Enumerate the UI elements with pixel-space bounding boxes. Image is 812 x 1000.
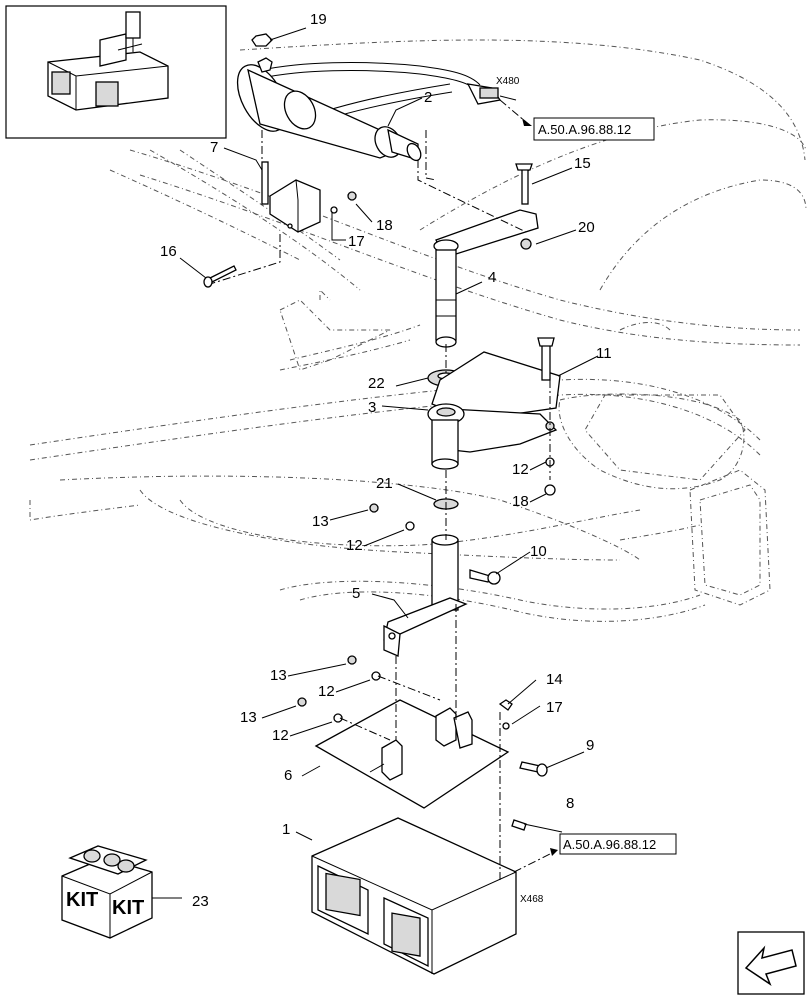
- connector-label-bottom: X468: [520, 894, 544, 905]
- reference-link-bottom[interactable]: A.50.A.96.88.12: [563, 837, 656, 852]
- bolt-16: [203, 265, 237, 288]
- callout-17-a: 17: [348, 233, 365, 250]
- callout-1: 1: [282, 821, 290, 838]
- callout-13-c: 13: [240, 709, 257, 726]
- connector-label-top: X480: [496, 76, 520, 87]
- callout-19: 19: [310, 11, 327, 28]
- callout-23: 23: [192, 893, 209, 910]
- kit-label-right: KIT: [112, 897, 144, 919]
- callout-16: 16: [160, 243, 177, 260]
- callout-12-c: 12: [318, 683, 335, 700]
- control-box: [311, 817, 517, 975]
- callout-12-d: 12: [272, 727, 289, 744]
- callout-15: 15: [574, 155, 591, 172]
- reference-bottom: A.50.A.96.88.12 X468: [513, 833, 677, 905]
- reference-top: A.50.A.96.88.12 X480: [496, 76, 655, 141]
- kit-label-left: KIT: [66, 889, 98, 911]
- callout-7: 7: [210, 139, 218, 156]
- callout-3: 3: [368, 399, 376, 416]
- callout-20: 20: [578, 219, 595, 236]
- arrow-down-left-icon[interactable]: [737, 931, 805, 995]
- callout-13-a: 13: [312, 513, 329, 530]
- callout-18-a: 18: [376, 217, 393, 234]
- pivot-mount-plate: [427, 337, 561, 496]
- sensor-bracket: [261, 161, 357, 233]
- assembly-guide-lines: [209, 130, 551, 880]
- callout-22: 22: [368, 375, 385, 392]
- callout-labels: 1 2 3 4 5 6 7 8 9 10 11 12 12 12 12 13 1…: [160, 11, 612, 910]
- callout-9: 9: [586, 737, 594, 754]
- reference-link-top[interactable]: A.50.A.96.88.12: [538, 122, 631, 137]
- pivot-shaft-arm: [433, 163, 539, 348]
- vehicle-body-outline: [29, 39, 807, 622]
- mounting-plate: [297, 655, 548, 831]
- callout-5: 5: [352, 585, 360, 602]
- inset-thumbnail: [5, 5, 227, 139]
- callout-6: 6: [284, 767, 292, 784]
- callout-2: 2: [424, 89, 432, 106]
- callout-18-b: 18: [512, 493, 529, 510]
- callout-12-a: 12: [512, 461, 529, 478]
- callout-11: 11: [596, 345, 612, 362]
- callout-14: 14: [546, 671, 563, 688]
- callout-4: 4: [488, 269, 496, 286]
- callout-leaders: [152, 27, 599, 899]
- actuator-cylinder: [236, 57, 517, 162]
- callout-21: 21: [376, 475, 393, 492]
- callout-13-b: 13: [270, 667, 287, 684]
- nut-19: [251, 33, 273, 47]
- lower-pivot-bracket: [369, 498, 501, 657]
- kit-box-icon: KIT KIT: [61, 845, 153, 939]
- callout-12-b: 12: [346, 537, 363, 554]
- callout-10: 10: [530, 543, 547, 560]
- callout-17-b: 17: [546, 699, 563, 716]
- callout-8: 8: [566, 795, 574, 812]
